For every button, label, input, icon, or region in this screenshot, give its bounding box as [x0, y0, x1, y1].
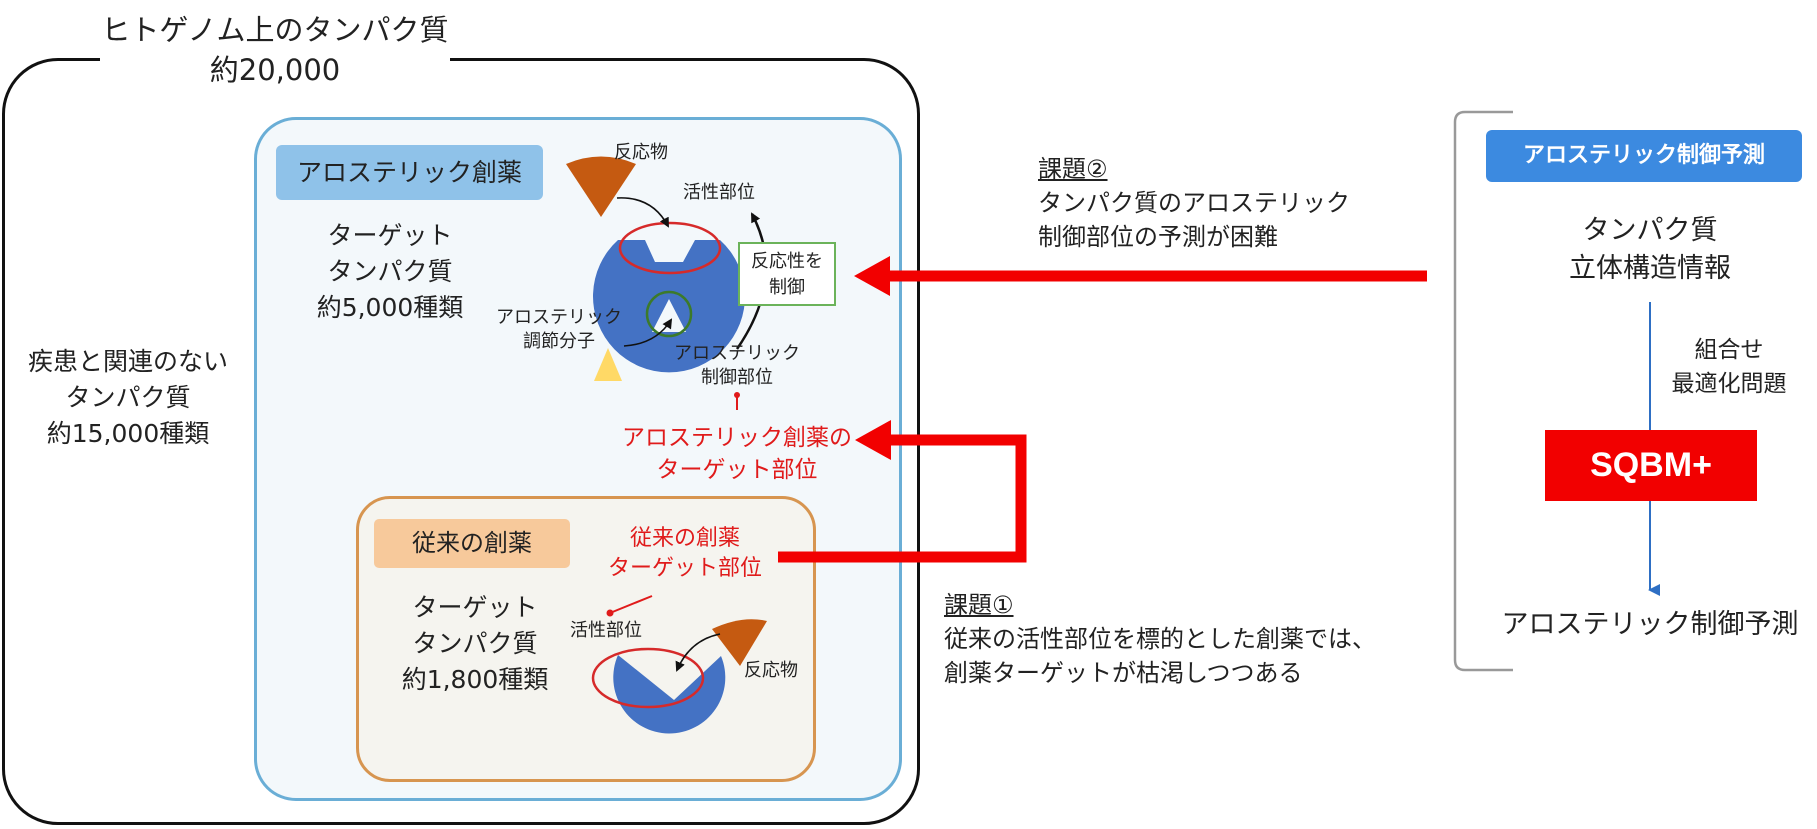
issue1-line1: 従来の活性部位を標的とした創薬では、 [944, 625, 1376, 653]
issue2-text: 課題② タンパク質のアロステリック 制御部位の予測が困難 [1038, 152, 1350, 254]
allosteric-control-site-line2: 制御部位 [701, 367, 773, 388]
conventional-target-line2: タンパク質 [412, 629, 538, 658]
issue1-arrow-shaft [778, 434, 1027, 563]
issue1-title: 課題① [944, 591, 1014, 619]
issue2-line1: タンパク質のアロステリック [1038, 189, 1350, 217]
combinatorial-optimization-line1: 組合せ [1694, 337, 1764, 363]
reactant-binding-arrow [616, 197, 669, 228]
conventional-drug-target-line1: 従来の創薬 [629, 526, 740, 551]
allosteric-drug-target-label: アロステリック創薬の ターゲット部位 [620, 422, 854, 486]
non-disease-line1: 疾患と関連のない [27, 347, 228, 376]
allosteric-active-site-label: 活性部位 [683, 182, 755, 203]
allosteric-active-site-ring [618, 221, 722, 275]
allosteric-modulator-line1: アロステリック [496, 307, 622, 328]
conventional-drug-target-label: 従来の創薬 ターゲット部位 [605, 524, 765, 584]
sqbm-solver-box: SQBM+ [1545, 430, 1757, 501]
structure-info-line2: 立体構造情報 [1569, 253, 1731, 284]
conventional-target-line3: 約1,800種類 [401, 665, 549, 694]
reactivity-control-line1: 反応性を [751, 251, 823, 272]
outer-title-background [100, 8, 450, 98]
conventional-reactant-arrow [675, 633, 721, 672]
allosteric-target-line2: タンパク質 [327, 257, 453, 286]
prediction-result: アロステリック制御予測 [1501, 609, 1799, 640]
conventional-target-line1: ターゲット [412, 593, 538, 622]
conventional-active-site-ring [591, 647, 705, 709]
issue1-arrow-head [855, 420, 891, 460]
issue2-arrow-head [854, 256, 890, 296]
conventional-label: 従来の創薬 [374, 519, 570, 568]
allosteric-control-site-ring [645, 290, 693, 338]
combinatorial-optimization-label: 組合せ 最適化問題 [1644, 333, 1814, 401]
conventional-active-site-label: 活性部位 [570, 620, 642, 641]
prediction-label: アロステリック制御予測 [1486, 130, 1802, 182]
outer-title: ヒトゲノム上のタンパク質 約20,000 [100, 10, 450, 90]
outer-title-line2: 約20,000 [209, 53, 341, 87]
issue2-title: 課題② [1038, 155, 1108, 183]
combinatorial-optimization-line2: 最適化問題 [1671, 371, 1787, 397]
allosteric-reactant-label: 反応物 [614, 142, 668, 163]
conventional-protein-shape [613, 655, 726, 734]
allosteric-control-site-label: アロステリック 制御部位 [672, 342, 802, 390]
modulator-binding-arrow [623, 318, 673, 347]
reactivity-control-line2: 制御 [769, 277, 805, 298]
structure-info: タンパク質 立体構造情報 [1510, 212, 1790, 288]
allosteric-drug-target-line2: ターゲット部位 [656, 457, 818, 483]
conventional-drug-target-line2: ターゲット部位 [607, 556, 762, 581]
conventional-target-pointer [609, 595, 653, 614]
allosteric-modulator-label: アロステリック 調節分子 [494, 306, 624, 354]
allosteric-control-site-line1: アロステリック [674, 343, 800, 364]
allosteric-target-line1: ターゲット [327, 221, 453, 250]
allosteric-drug-target-line1: アロステリック創薬の [622, 425, 852, 451]
conventional-target-proteins: ターゲット タンパク質 約1,800種類 [380, 590, 570, 698]
issue1-line2: 創薬ターゲットが枯渇しつつある [944, 659, 1303, 687]
allosteric-control-site-notch [652, 299, 686, 332]
allosteric-target-line3: 約5,000種類 [316, 293, 464, 322]
outer-title-line1: ヒトゲノム上のタンパク質 [101, 13, 449, 47]
conventional-reactant-label: 反応物 [744, 660, 798, 681]
issue1-text: 課題① 従来の活性部位を標的とした創薬では、 創薬ターゲットが枯渇しつつある [944, 588, 1376, 690]
allosteric-reactant-shape [566, 156, 636, 217]
conventional-reactant-shape [712, 619, 767, 666]
non-disease-line2: タンパク質 [65, 383, 191, 412]
allosteric-modulator-line2: 調節分子 [523, 331, 595, 352]
allosteric-target-pointer-dot [734, 392, 740, 398]
issue2-line2: 制御部位の予測が困難 [1038, 223, 1278, 251]
non-disease-line3: 約15,000種類 [46, 419, 210, 448]
reactivity-control-box: 反応性を 制御 [738, 242, 836, 306]
right-panel-bracket [1453, 110, 1513, 672]
conventional-target-pointer-dot [606, 609, 614, 617]
allosteric-label: アロステリック創薬 [276, 145, 543, 200]
non-disease-proteins: 疾患と関連のない タンパク質 約15,000種類 [18, 344, 238, 452]
structure-info-line1: タンパク質 [1582, 215, 1718, 246]
allosteric-target-proteins: ターゲット タンパク質 約5,000種類 [270, 218, 510, 326]
allosteric-modulator-shape [594, 348, 622, 381]
